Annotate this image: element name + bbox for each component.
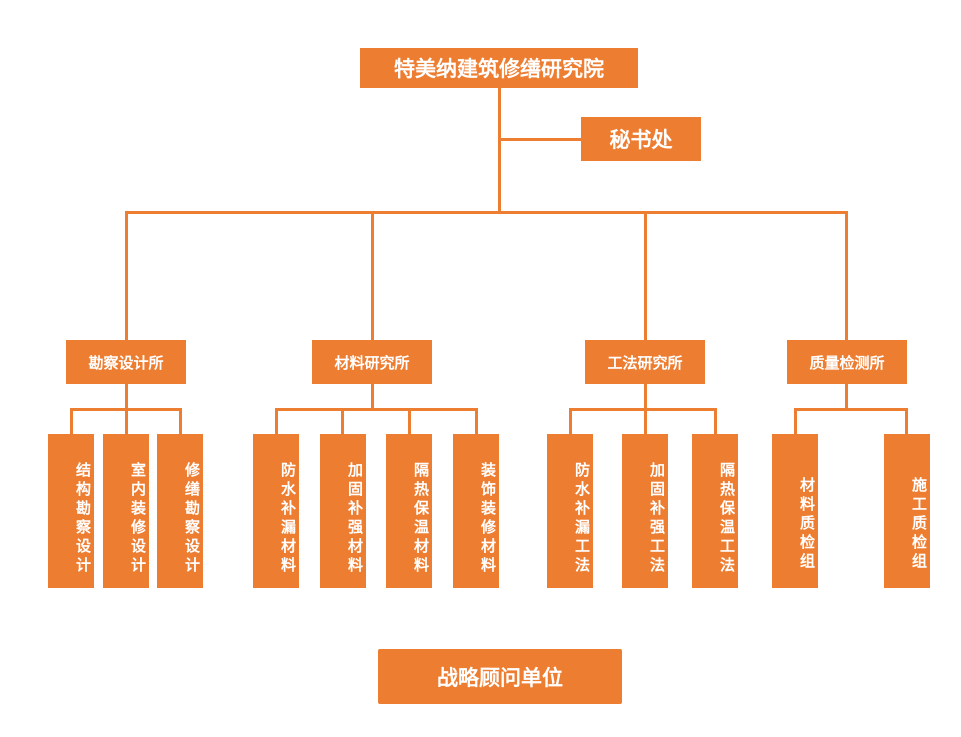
- connector-dept2-unit0: [569, 408, 572, 434]
- connector-dept1: [371, 211, 374, 340]
- connector-dept2-bar: [569, 408, 717, 411]
- connector-dept3-down: [845, 384, 848, 410]
- unit-node: 加固补强工法: [622, 434, 668, 588]
- connector-dept3-unit1: [905, 408, 908, 434]
- unit-node: 加固补强材料: [320, 434, 366, 588]
- connector-dept2-unit2: [714, 408, 717, 434]
- connector-dept1-unit1: [341, 408, 344, 434]
- connector-dept3-unit0: [794, 408, 797, 434]
- dept-node-methods: 工法研究所: [585, 340, 705, 384]
- unit-node: 装饰装修材料: [453, 434, 499, 588]
- connector-dept-bar: [125, 211, 847, 214]
- unit-node: 修缮勘察设计: [157, 434, 203, 588]
- unit-node: 防水补漏工法: [547, 434, 593, 588]
- connector-root-trunk: [498, 88, 501, 213]
- secretariat-node: 秘书处: [581, 117, 701, 161]
- dept-node-quality: 质量检测所: [787, 340, 907, 384]
- dept-node-survey-design: 勘察设计所: [66, 340, 186, 384]
- connector-dept1-unit3: [475, 408, 478, 434]
- unit-node: 隔热保温材料: [386, 434, 432, 588]
- connector-dept2-down: [644, 384, 647, 410]
- unit-node: 材料质检组: [772, 434, 818, 588]
- connector-dept1-unit0: [275, 408, 278, 434]
- unit-node: 施工质检组: [884, 434, 930, 588]
- connector-dept3-bar: [794, 408, 908, 411]
- dept-node-materials: 材料研究所: [312, 340, 432, 384]
- unit-node: 室内装修设计: [103, 434, 149, 588]
- connector-dept0-unit2: [179, 408, 182, 434]
- connector-dept0: [125, 211, 128, 340]
- connector-dept0-down: [125, 384, 128, 410]
- connector-dept3: [845, 211, 848, 340]
- unit-node: 结构勘察设计: [48, 434, 94, 588]
- connector-secretariat: [498, 138, 581, 141]
- advisory-node: 战略顾问单位: [378, 649, 622, 704]
- root-node: 特美纳建筑修缮研究院: [360, 48, 638, 88]
- connector-dept1-unit2: [408, 408, 411, 434]
- connector-dept2: [644, 211, 647, 340]
- connector-dept1-bar: [275, 408, 478, 411]
- unit-node: 隔热保温工法: [692, 434, 738, 588]
- connector-dept2-unit1: [644, 408, 647, 434]
- connector-dept0-unit0: [70, 408, 73, 434]
- unit-node: 防水补漏材料: [253, 434, 299, 588]
- connector-dept1-down: [371, 384, 374, 410]
- connector-dept0-unit1: [125, 408, 128, 434]
